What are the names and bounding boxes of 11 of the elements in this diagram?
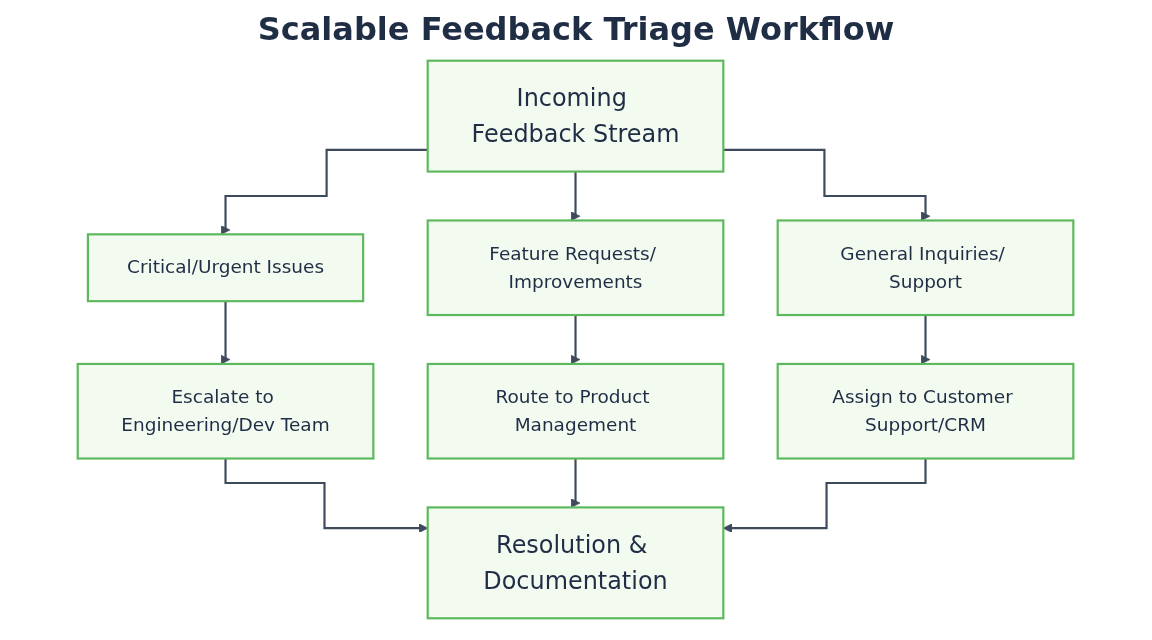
node-box: Resolution & Documentation (427, 506, 725, 620)
arrow (723, 148, 931, 221)
node-box: General Inquiries/ Support (777, 219, 1075, 317)
node-box: Critical/Urgent Issues (87, 233, 365, 303)
arrow (221, 148, 429, 235)
node-box: Assign to Customer Support/CRM (777, 362, 1075, 460)
node-box: Feature Requests/ Improvements (427, 219, 725, 317)
diagram-title: Scalable Feedback Triage Workflow (257, 10, 895, 48)
node-box: Incoming Feedback Stream (427, 59, 725, 173)
node-box: Escalate to Engineering/Dev Team (77, 362, 375, 460)
node-box: Route to Product Management (427, 362, 725, 460)
